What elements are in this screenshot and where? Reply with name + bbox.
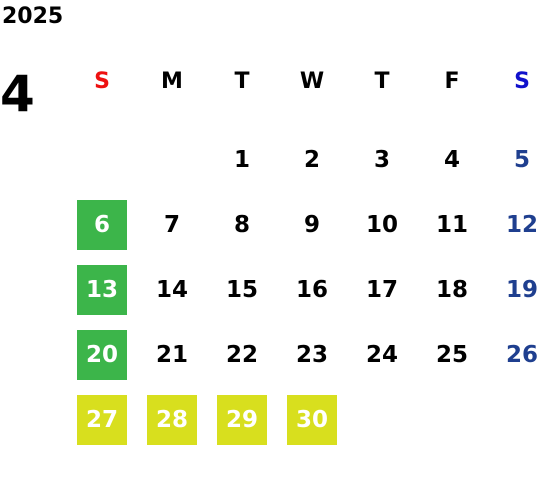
day-cell[interactable]: 25 [417,322,487,387]
empty-day-cell [347,387,417,452]
day-number [147,135,197,185]
weekday-header-saturday: S [514,68,530,94]
day-cell[interactable]: 5 [487,127,548,192]
weekday-header-sunday: S [94,68,110,94]
weekday-header-friday: F [444,68,460,94]
weekday-header-monday: M [161,68,183,94]
day-number: 26 [505,341,538,368]
day-number: 27 [77,394,127,445]
day-number: 9 [303,211,320,238]
day-cell[interactable]: 7 [137,192,207,257]
day-number: 11 [435,211,468,238]
day-cell[interactable]: 13 [67,257,137,322]
day-number: 30 [287,394,337,445]
day-number: 10 [365,211,398,238]
day-cell[interactable]: 14 [137,257,207,322]
day-cell[interactable]: 29 [207,387,277,452]
empty-day-cell [137,127,207,192]
day-number: 7 [163,211,180,238]
day-number [497,395,547,445]
day-cell[interactable]: 6 [67,192,137,257]
day-cell[interactable]: 20 [67,322,137,387]
day-cell[interactable]: 26 [487,322,548,387]
day-number: 18 [435,276,468,303]
day-number: 15 [225,276,258,303]
weekday-header-wednesday: W [299,68,325,94]
day-cell[interactable]: 30 [277,387,347,452]
empty-day-cell [417,387,487,452]
day-number [77,135,127,185]
day-cell[interactable]: 4 [417,127,487,192]
day-cell[interactable]: 8 [207,192,277,257]
day-number: 4 [443,146,460,173]
day-number: 13 [77,264,127,315]
day-cell[interactable]: 16 [277,257,347,322]
day-number: 16 [295,276,328,303]
day-number [427,395,477,445]
day-number: 21 [155,341,188,368]
day-cell[interactable]: 23 [277,322,347,387]
weekday-header-thursday: T [374,68,390,94]
day-number: 6 [77,199,127,250]
day-cell[interactable]: 21 [137,322,207,387]
day-cell[interactable]: 9 [277,192,347,257]
day-number: 25 [435,341,468,368]
day-number: 8 [233,211,250,238]
day-cell[interactable]: 15 [207,257,277,322]
weekday-header-tuesday: T [234,68,250,94]
day-number: 3 [373,146,390,173]
day-cell[interactable]: 22 [207,322,277,387]
day-cell[interactable]: 2 [277,127,347,192]
day-cell[interactable]: 28 [137,387,207,452]
day-cell[interactable]: 11 [417,192,487,257]
day-cell[interactable]: 19 [487,257,548,322]
day-cell[interactable]: 24 [347,322,417,387]
day-cell[interactable]: 18 [417,257,487,322]
empty-day-cell [487,387,548,452]
day-number: 23 [295,341,328,368]
day-number: 12 [505,211,538,238]
day-number: 28 [147,394,197,445]
empty-day-cell [67,127,137,192]
day-cell[interactable]: 12 [487,192,548,257]
day-number [357,395,407,445]
month-number: 4 [0,65,35,123]
day-number: 1 [233,146,250,173]
day-number: 20 [77,329,127,380]
day-cell[interactable]: 3 [347,127,417,192]
day-number: 2 [303,146,320,173]
day-cell[interactable]: 1 [207,127,277,192]
day-number: 14 [155,276,188,303]
day-number: 29 [217,394,267,445]
day-cell[interactable]: 10 [347,192,417,257]
day-number: 22 [225,341,258,368]
day-number: 24 [365,341,398,368]
day-number: 5 [513,146,530,173]
year-label: 2025 [2,4,64,29]
day-number: 19 [505,276,538,303]
day-cell[interactable]: 17 [347,257,417,322]
day-number: 17 [365,276,398,303]
day-cell[interactable]: 27 [67,387,137,452]
